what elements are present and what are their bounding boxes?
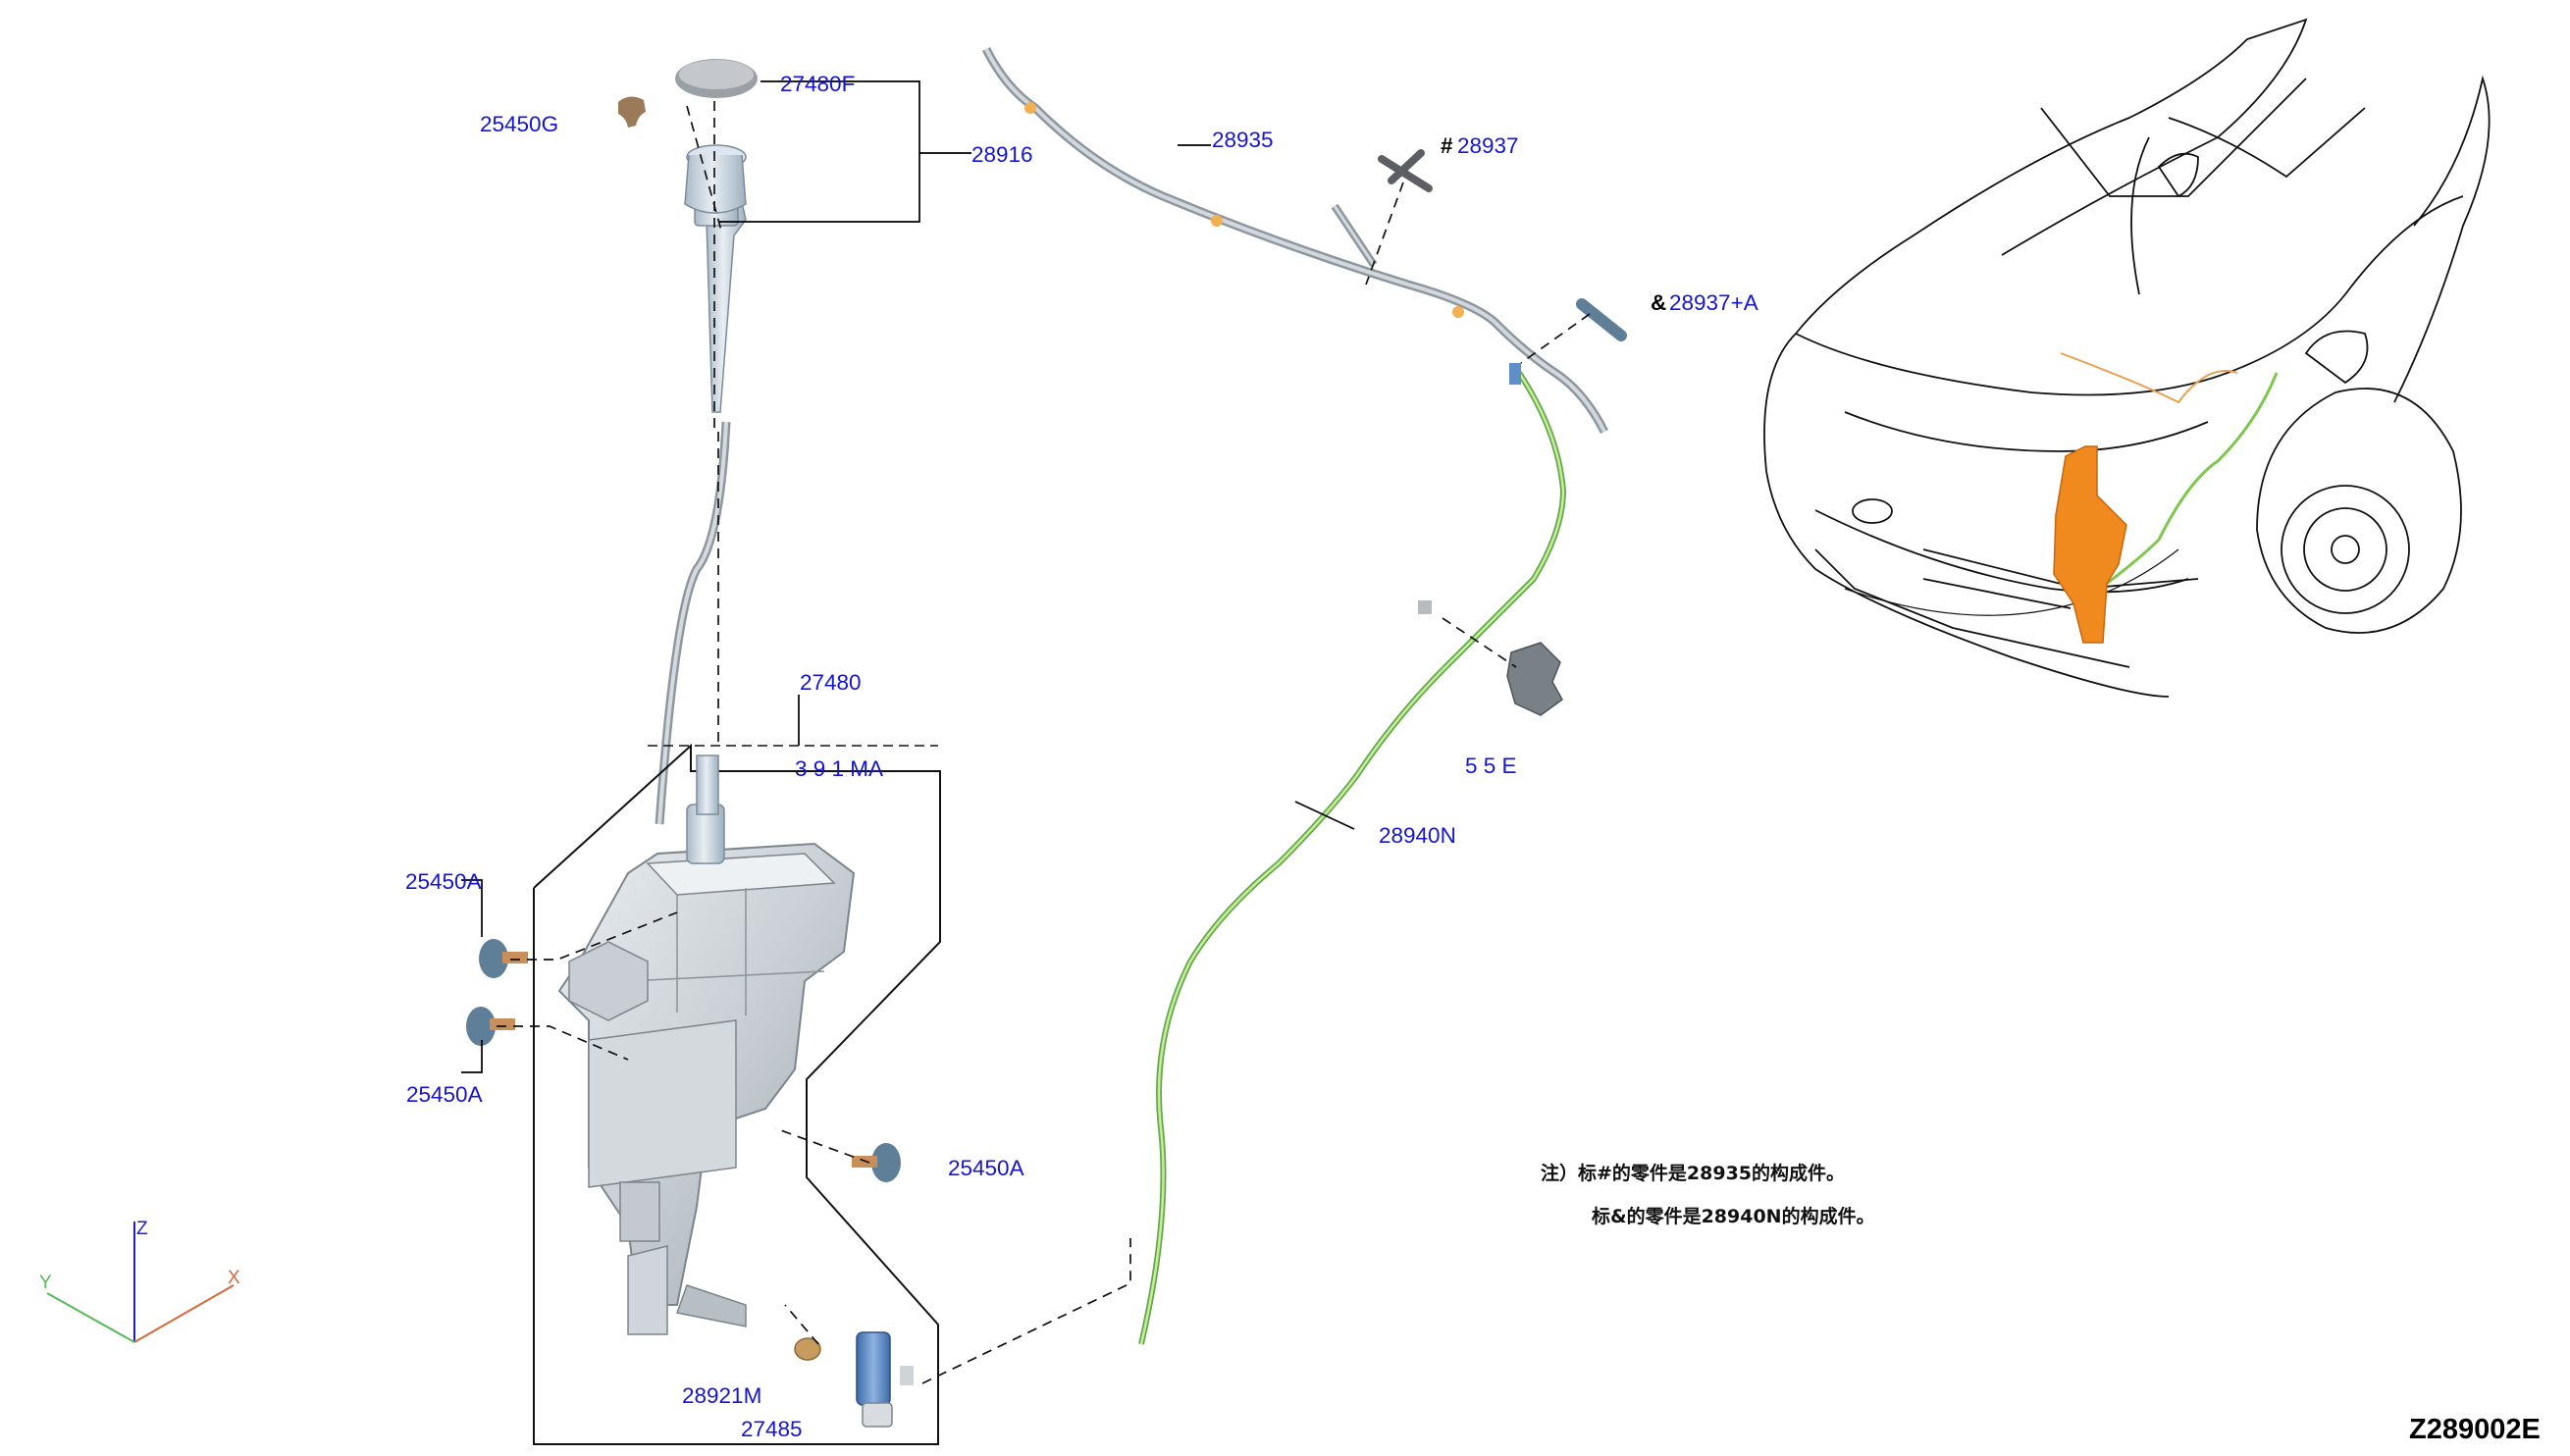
dash-lines-hoses <box>1365 182 1591 668</box>
hose-28935 <box>981 46 1609 435</box>
filler-cap-27480F <box>675 59 758 98</box>
part-label-28937[interactable]: 28937 <box>1457 133 1519 158</box>
part-label-28921MA[interactable]: 3 9 1 MA <box>795 756 883 781</box>
axis-x-label: X <box>228 1268 240 1288</box>
part-label-28935[interactable]: 28935 <box>1212 128 1274 152</box>
part-label-25450A-mid[interactable]: 25450A <box>406 1082 483 1107</box>
part-label-25450A-right[interactable]: 25450A <box>948 1156 1024 1180</box>
washer-reservoir-tank <box>557 754 856 1335</box>
part-label-2895E[interactable]: 5 5 E <box>1465 754 1517 778</box>
grommet-25450A-2 <box>466 1007 515 1046</box>
axis-triad: Z X Y <box>39 1219 240 1343</box>
part-label-27485[interactable]: 27485 <box>741 1417 803 1441</box>
grommet-28921M <box>794 1337 821 1361</box>
part-label-25450A-top[interactable]: 25450A <box>405 869 482 894</box>
amp-symbol: & <box>1651 290 1666 315</box>
part-label-28916[interactable]: 28916 <box>971 142 1033 167</box>
hose-28940N <box>1138 363 1567 1345</box>
clip-28937 <box>1378 149 1433 192</box>
washer-pump-27485 <box>856 1331 914 1428</box>
vehicle-location-illustration <box>1763 18 2491 698</box>
part-label-27480[interactable]: 27480 <box>800 670 862 695</box>
grommet-25450A-1 <box>479 939 528 978</box>
grommet-25450A-3 <box>852 1143 901 1182</box>
dash-lines-reservoir <box>497 101 1131 1384</box>
reservoir-group-frame <box>533 743 941 1445</box>
part-label-28921M[interactable]: 28921M <box>682 1383 761 1408</box>
drawing-code: Z289002E <box>2409 1414 2541 1445</box>
axis-y-label: Y <box>39 1273 52 1293</box>
filler-neck-28916 <box>655 144 747 825</box>
axis-z-label: Z <box>136 1219 148 1239</box>
bracket-2895E <box>1506 642 1563 716</box>
reservoir-highlight-orange <box>2053 445 2127 644</box>
clip-25450G <box>618 96 646 128</box>
hash-symbol: # <box>1441 133 1453 158</box>
note-line-1: 注）标#的零件是28935的构成件。 <box>1541 1162 1845 1184</box>
joint-28937A <box>1576 298 1627 341</box>
part-label-28940N[interactable]: 28940N <box>1379 823 1456 848</box>
part-label-25450G[interactable]: 25450G <box>480 112 558 136</box>
leaders <box>461 80 1355 1073</box>
part-label-27480F[interactable]: 27480F <box>780 72 855 96</box>
part-label-28937A[interactable]: 28937+A <box>1669 290 1758 315</box>
note-line-2: 标&的零件是28940N的构成件。 <box>1592 1205 1875 1227</box>
